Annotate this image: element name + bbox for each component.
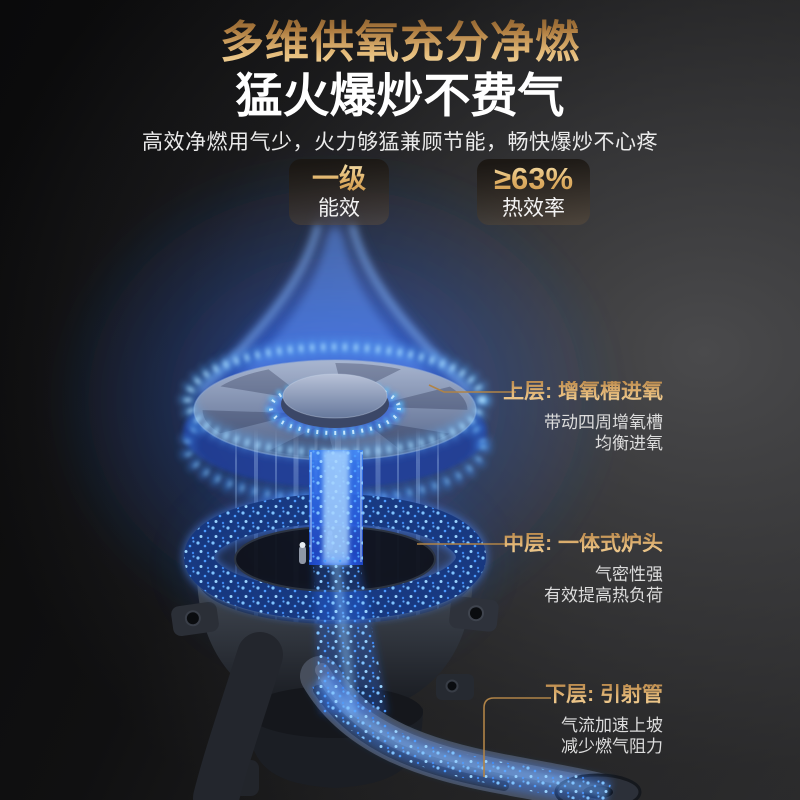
annotation-upper-desc: 带动四周增氧槽 均衡进氧 — [503, 412, 663, 454]
badge-thermal-value: ≥63% — [477, 163, 590, 195]
callout-line-lower — [483, 697, 551, 777]
badge-thermal-efficiency: ≥63% 热效率 — [477, 159, 590, 225]
annotation-upper-layer: 上层: 增氧槽进氧 带动四周增氧槽 均衡进氧 — [503, 381, 663, 454]
annotation-lower-layer: 下层: 引射管 气流加速上坡 减少燃气阻力 — [545, 684, 663, 757]
annotation-middle-desc: 气密性强 有效提高热负荷 — [503, 564, 663, 606]
badge-thermal-label: 热效率 — [502, 197, 565, 220]
badge-energy-label: 能效 — [318, 197, 360, 220]
annotation-lower-desc: 气流加速上坡 减少燃气阻力 — [545, 715, 663, 757]
gas-column — [309, 450, 363, 565]
annotation-lower-title: 下层: 引射管 — [545, 683, 663, 706]
headline-gold: 多维供氧充分净燃 — [0, 6, 800, 70]
badge-energy-value: 一级 — [289, 163, 389, 195]
annotation-middle-desc-line1: 气密性强 — [595, 565, 663, 584]
subtitle: 高效净燃用气少，火力够猛兼顾节能，畅快爆炒不心疼 — [142, 131, 658, 154]
annotation-upper-desc-line1: 带动四周增氧槽 — [544, 413, 663, 432]
annotation-lower-desc-line2: 减少燃气阻力 — [561, 737, 663, 756]
badge-energy-class: 一级 能效 — [289, 159, 389, 225]
annotation-upper-title: 上层: 增氧槽进氧 — [503, 380, 663, 403]
headline-main: 猛火爆炒不费气 — [235, 69, 565, 122]
annotation-middle-desc-line2: 有效提高热负荷 — [544, 586, 663, 605]
callout-line-upper — [428, 384, 516, 393]
annotation-upper-desc-line2: 均衡进氧 — [595, 434, 663, 453]
annotation-middle-layer: 中层: 一体式炉头 气密性强 有效提高热负荷 — [503, 533, 663, 606]
center-cap — [281, 373, 389, 428]
annotation-middle-title: 中层: 一体式炉头 — [503, 532, 663, 555]
particle-stream — [309, 558, 613, 800]
annotation-lower-desc-line1: 气流加速上坡 — [561, 716, 663, 735]
left-leg — [193, 632, 283, 800]
